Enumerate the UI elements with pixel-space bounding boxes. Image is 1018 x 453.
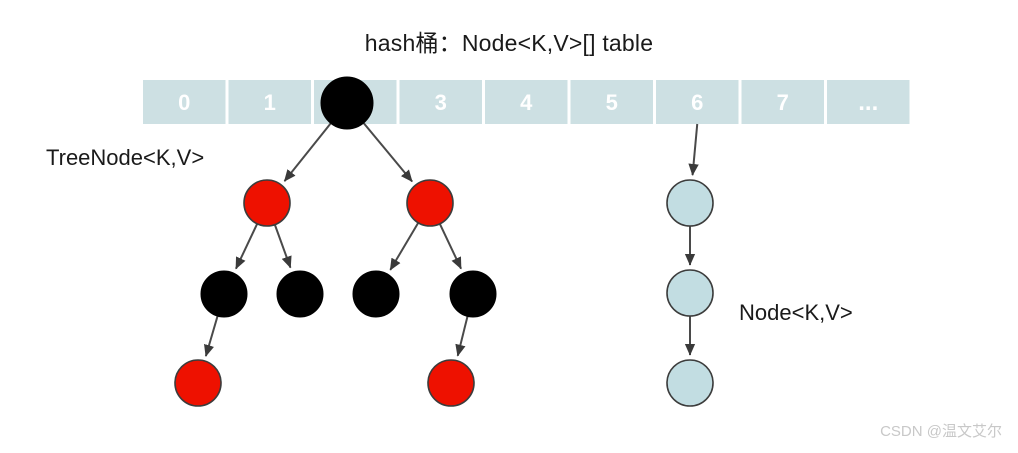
bucket-cell-0[interactable] [143,80,226,124]
bucket-array [143,80,910,124]
bucket-cell-8[interactable] [827,80,910,124]
tree-node-red-right[interactable] [406,179,454,227]
bucket-cell-4[interactable] [485,80,568,124]
bucket-cell-3[interactable] [399,80,483,124]
bucket-labels: 0 1 3 4 5 6 7... [178,89,878,116]
node-label: Node<K,V> [739,300,853,325]
bucket-cell-label-1: 1 [264,90,276,115]
tree-node-red-leaf-2[interactable] [427,359,475,407]
bucket-cell-label-0: 0 [178,90,190,115]
bucket-cell-label-5: 5 [606,90,618,115]
list-node-list-2[interactable] [666,269,714,317]
tree-node-red-left[interactable] [243,179,291,227]
tree-edge-root-to-red-right [362,122,413,183]
bucket-cell-6[interactable] [656,80,739,124]
tree-node-black-4[interactable] [449,270,497,318]
bucket-cell-5[interactable] [570,80,654,124]
tree-edge-red-left-to-black-1 [235,223,259,270]
list-node-list-3[interactable] [666,359,714,407]
bucket-cell-label-7: 7 [777,90,789,115]
watermark: CSDN @温文艾尔 [880,423,1002,440]
list-node-list-1[interactable] [666,179,714,227]
tree-edges [204,122,469,357]
list-nodes [666,179,714,407]
list-edges [684,123,699,356]
tree-nodes [174,76,497,407]
bucket-cell-label-8: ... [858,89,878,116]
tree-edge-black-1-to-red-leaf-1 [204,315,219,357]
diagram-title: hash桶：Node<K,V>[] table [364,30,654,56]
tree-node-black-1[interactable] [200,270,248,318]
tree-edge-red-right-to-black-4 [438,223,462,270]
tree-node-black-3[interactable] [352,270,400,318]
tree-node-root[interactable] [320,76,374,130]
bucket-cell-1[interactable] [228,80,312,124]
bucket-cell-label-6: 6 [691,90,703,115]
treenode-label: TreeNode<K,V> [46,145,205,170]
list-edge-bucket-6-to-list-1 [688,123,699,176]
bucket-cell-label-3: 3 [435,90,447,115]
tree-edge-black-4-to-red-leaf-2 [455,316,469,357]
tree-node-red-leaf-1[interactable] [174,359,222,407]
tree-edge-red-left-to-black-2 [273,224,292,269]
bucket-cell-7[interactable] [741,80,825,124]
tree-node-black-2[interactable] [276,270,324,318]
tree-edge-red-right-to-black-3 [389,222,420,271]
bucket-cell-label-4: 4 [520,90,533,115]
tree-edge-root-to-red-left [283,122,332,182]
